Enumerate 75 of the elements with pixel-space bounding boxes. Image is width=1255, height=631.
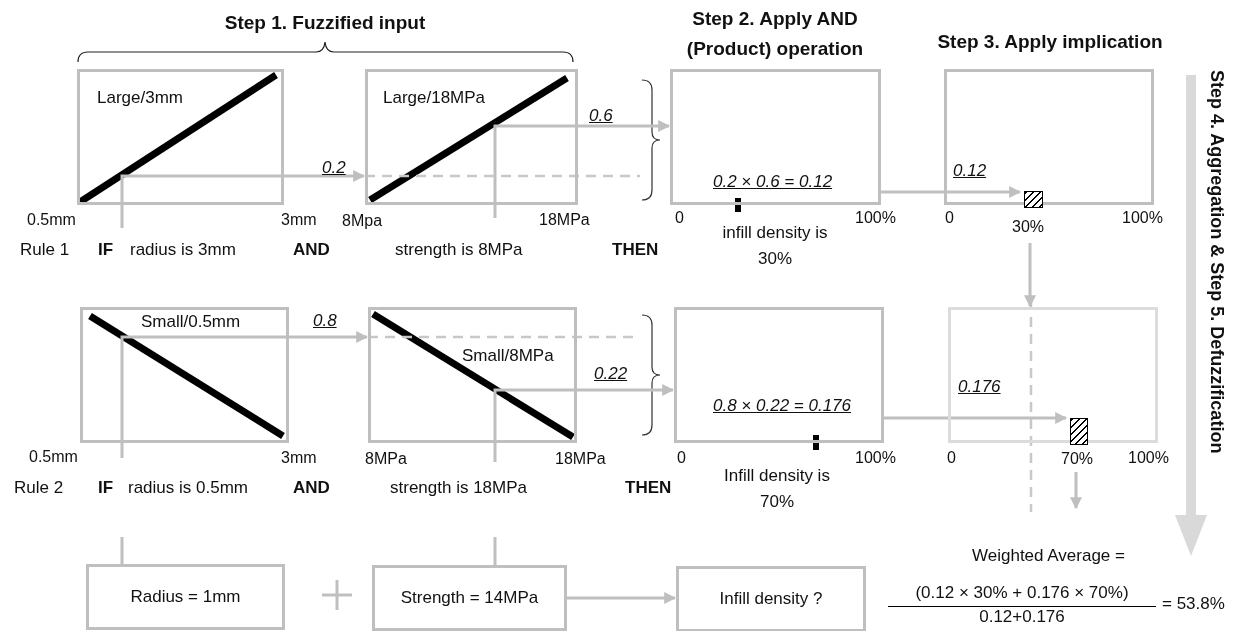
box-text: Radius = 1mm — [129, 587, 242, 607]
edge-label: 0.22 — [594, 364, 628, 384]
step-title: Step 2. Apply AND (Product) operation — [685, 7, 865, 61]
arrow — [884, 412, 1068, 424]
rule-text: Infill density is 70% — [723, 465, 831, 513]
edge-label: 0.6 — [589, 106, 613, 126]
formula-text: (0.12 × 30% + 0.176 × 70%) — [914, 582, 1130, 604]
input-box — [86, 564, 285, 630]
edge-label: 0.2 — [322, 158, 346, 178]
box-text: Strength = 14MPa — [399, 588, 540, 608]
rule-text: IF — [98, 478, 114, 498]
tick-label: 0 — [945, 209, 954, 227]
rule-text: strength is 18MPa — [390, 478, 527, 498]
formula-text: Weighted Average = — [972, 546, 1125, 566]
implication-plot — [948, 307, 1158, 443]
tick-label: 70% — [1061, 450, 1094, 468]
tick-label: 8MPa — [365, 450, 407, 468]
rule-text: radius is 3mm — [130, 240, 236, 260]
formula-text: 0.2 × 0.6 = 0.12 — [713, 172, 833, 192]
tick-label: 30% — [1012, 218, 1045, 236]
product-box — [670, 69, 881, 205]
step-title: Step 1. Fuzzified input — [223, 11, 427, 35]
arrow — [881, 186, 1022, 198]
tick-label: 100% — [855, 449, 896, 467]
rule-text: AND — [293, 240, 330, 260]
edge-label: 0.8 — [313, 311, 337, 331]
output-box — [676, 566, 866, 631]
tick-label: 3mm — [281, 449, 317, 467]
arrow — [289, 331, 369, 343]
rule-text: IF — [98, 240, 114, 260]
edge-label: 0.12 — [953, 161, 987, 181]
tick-label: 0 — [677, 449, 686, 467]
tick-label: 100% — [1128, 449, 1169, 467]
implication-plot — [944, 69, 1154, 205]
arrow — [567, 592, 677, 604]
rule-text: THEN — [625, 478, 672, 498]
tick-label: 18MPa — [539, 211, 590, 229]
arrow — [578, 120, 671, 132]
rule-text: THEN — [612, 240, 659, 260]
tick-label: 3mm — [281, 211, 317, 229]
formula-text: 0.8 × 0.22 = 0.176 — [713, 396, 851, 416]
arrow — [1070, 472, 1082, 510]
formula-text: = 53.8% — [1162, 594, 1225, 614]
rule-text: Rule 1 — [20, 240, 70, 260]
step-title: Step 4. Aggregation & Step 5. Defuzzification — [1206, 70, 1227, 454]
arrow — [284, 170, 366, 182]
tick-label: 0.5mm — [29, 448, 78, 466]
arrow — [1024, 243, 1036, 308]
tick-label: 100% — [1122, 209, 1163, 227]
plot-label: Large/18MPa — [383, 88, 486, 108]
step-title: Step 3. Apply implication — [936, 30, 1164, 54]
tick-label: 8Mpa — [342, 212, 383, 230]
connector-line — [120, 537, 124, 564]
plot-label: Large/3mm — [97, 88, 183, 108]
tick-label: 18MPa — [555, 450, 606, 468]
rule-text: AND — [293, 478, 330, 498]
formula-text: 0.12+0.176 — [888, 606, 1156, 627]
box-text: Infill density ? — [718, 589, 824, 609]
tick-label: 0 — [675, 209, 684, 227]
plot-label: Small/0.5mm — [141, 312, 241, 332]
tick-label: 0 — [947, 449, 956, 467]
rule-text: Rule 2 — [14, 478, 64, 498]
product-box — [674, 307, 884, 443]
rule-text: strength is 8MPa — [395, 240, 523, 260]
rule-text: radius is 0.5mm — [128, 478, 248, 498]
connector-line — [493, 537, 497, 565]
plot-label: Small/8MPa — [462, 346, 554, 366]
arrow — [577, 384, 675, 396]
input-box — [372, 565, 567, 631]
rule-text: infill density is 30% — [721, 222, 829, 270]
hatched-bar — [1070, 418, 1088, 445]
edge-label: 0.176 — [958, 377, 1001, 397]
tick-label: 0.5mm — [27, 211, 76, 229]
hatched-bar — [1024, 191, 1043, 208]
tick-label: 100% — [855, 209, 896, 227]
